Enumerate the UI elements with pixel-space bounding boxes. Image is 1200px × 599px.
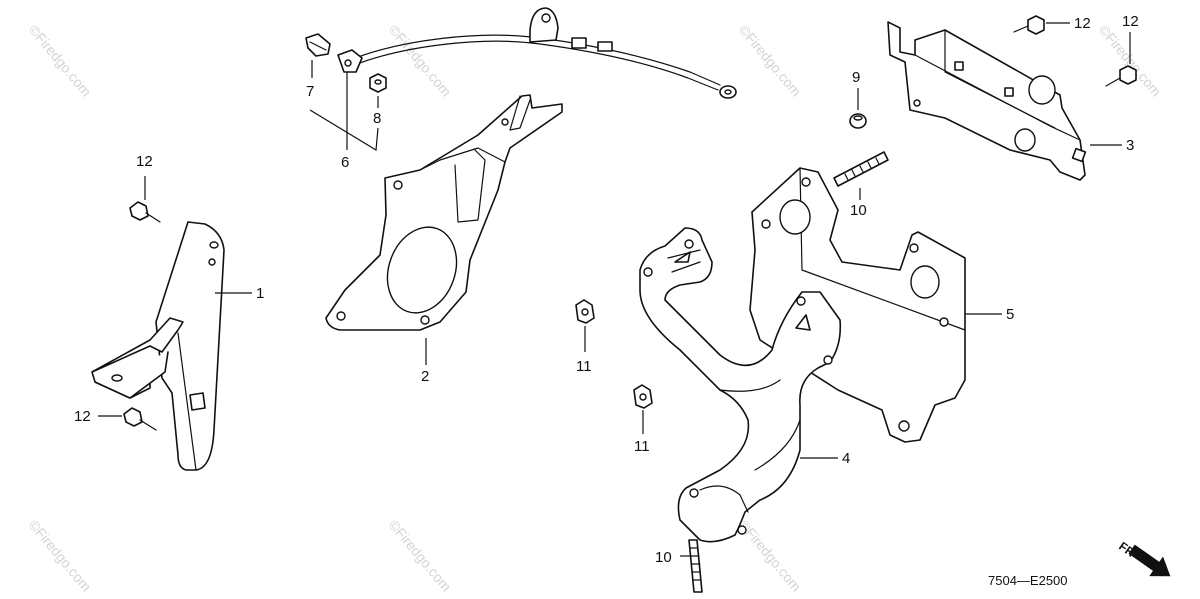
watermark: ©Firedgo.com <box>26 22 95 100</box>
callout-12: 12 <box>136 153 153 170</box>
part-11-nut-a <box>575 299 595 324</box>
watermark: ©Firedgo.com <box>386 517 455 595</box>
callout-10: 10 <box>655 549 672 566</box>
part-12-bolt-a <box>129 201 161 223</box>
callout-3: 3 <box>1126 137 1134 154</box>
callout-10: 10 <box>850 202 867 219</box>
watermark: ©Firedgo.com <box>736 22 805 100</box>
callout-11: 11 <box>634 438 650 455</box>
callout-12: 12 <box>1122 13 1139 30</box>
callout-1: 1 <box>256 285 264 302</box>
callout-5: 5 <box>1006 306 1014 323</box>
drawing-footer: 7504—E2500 FR <box>988 539 1171 588</box>
leader-lines <box>98 22 1131 557</box>
callout-6: 6 <box>341 154 349 171</box>
part-12-bolt-d <box>1105 65 1137 87</box>
part-6-cable <box>337 7 737 99</box>
drawing-code: 7504—E2500 <box>988 573 1068 588</box>
front-arrow-icon <box>1128 544 1171 577</box>
part-12-bolt-b <box>123 407 157 431</box>
callout-12: 12 <box>1074 15 1091 32</box>
part-11-nut-b <box>633 384 653 409</box>
callouts: 12 12 1 2 7 8 6 9 12 12 3 10 5 4 11 11 1… <box>74 13 1139 566</box>
watermark: ©Firedgo.com <box>386 22 455 100</box>
callout-12: 12 <box>74 408 91 425</box>
callout-11: 11 <box>576 358 592 375</box>
part-10-stud-lower <box>688 539 703 593</box>
callout-4: 4 <box>842 450 850 467</box>
part-4-pipe <box>639 227 842 543</box>
watermark: ©Firedgo.com <box>26 517 95 595</box>
part-7-clip <box>305 33 331 57</box>
callout-8: 8 <box>373 110 381 127</box>
callout-9: 9 <box>852 69 860 86</box>
part-8-nut <box>369 73 387 93</box>
part-10-stud-upper <box>833 151 889 187</box>
part-12-bolt-c <box>1013 15 1045 35</box>
callout-2: 2 <box>421 368 429 385</box>
part-9-washer <box>849 113 867 129</box>
callout-7: 7 <box>306 83 314 100</box>
part-1-bracket <box>91 221 225 471</box>
part-3-bracket <box>887 21 1087 181</box>
part-2-plate <box>325 94 563 331</box>
